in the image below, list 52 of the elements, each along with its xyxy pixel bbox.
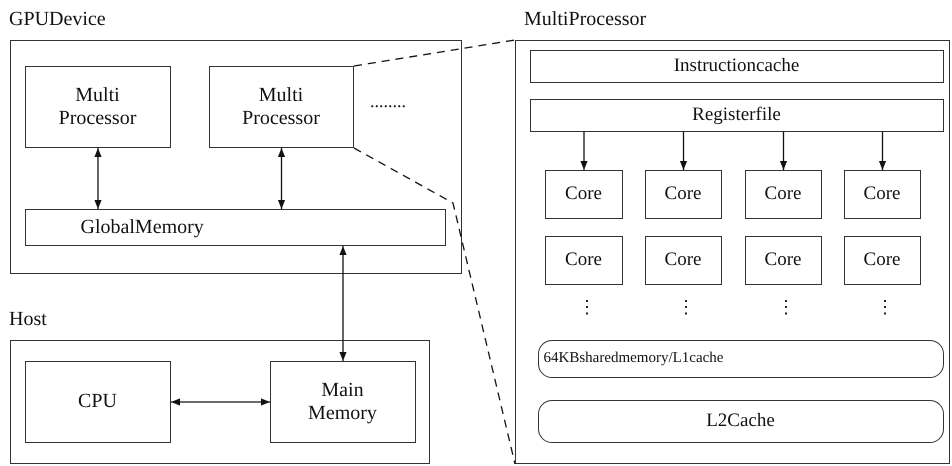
- arrow: [878, 132, 886, 170]
- component-box: [844, 236, 920, 284]
- box-label: Registerfile: [692, 104, 781, 126]
- box-label: Instructioncache: [674, 55, 800, 77]
- arrow: [780, 132, 788, 170]
- box-label: Multi Processor: [58, 84, 138, 130]
- component-box: [24, 360, 170, 442]
- zoom-line: [354, 147, 516, 464]
- arrow: [680, 132, 688, 170]
- component-box: [844, 170, 920, 218]
- arrow: [580, 132, 588, 170]
- vertical-ellipsis: ⋮: [777, 298, 795, 316]
- vertical-ellipsis: ⋮: [677, 298, 695, 316]
- component-box: [24, 66, 170, 148]
- component-box: [544, 236, 622, 284]
- component-box: [744, 236, 822, 284]
- box-label: Core: [565, 183, 602, 205]
- arrow: [94, 148, 102, 209]
- box-label: Core: [664, 183, 702, 205]
- box-label: Core: [864, 183, 900, 205]
- arrow: [171, 398, 270, 406]
- container-heading: Host: [9, 309, 47, 329]
- box-label: GlobalMemory: [80, 216, 204, 238]
- arrow: [278, 148, 286, 209]
- component-box: [208, 66, 354, 148]
- vertical-ellipsis: ⋮: [876, 298, 894, 316]
- box-label: Core: [764, 183, 802, 205]
- component-box: [544, 170, 622, 218]
- box-label: Core: [864, 249, 900, 271]
- box-label: Main Memory: [307, 378, 378, 424]
- box-label: Core: [565, 249, 602, 271]
- box-label: Core: [664, 249, 702, 271]
- ellipsis: ........: [370, 92, 406, 110]
- component-box: [644, 170, 722, 218]
- component-box: [744, 170, 822, 218]
- rounded-box: [538, 340, 944, 378]
- arrow: [339, 246, 347, 361]
- component-box: [24, 208, 446, 246]
- box-label: CPU: [78, 390, 117, 413]
- container-heading: GPUDevice: [9, 9, 106, 29]
- vertical-ellipsis: ⋮: [578, 298, 596, 316]
- box-label: Core: [764, 249, 802, 271]
- component-box: [530, 98, 944, 132]
- component-box: [270, 360, 416, 442]
- box-label: Multi Processor: [241, 84, 321, 130]
- container-heading: MultiProcessor: [524, 9, 646, 29]
- component-box: [644, 236, 722, 284]
- rounded-box: [538, 400, 944, 442]
- box-label: L2Cache: [706, 410, 775, 432]
- zoom-line: [354, 39, 516, 67]
- box-label: 64KBsharedmemory/L1cache: [544, 350, 724, 368]
- component-box: [530, 50, 944, 82]
